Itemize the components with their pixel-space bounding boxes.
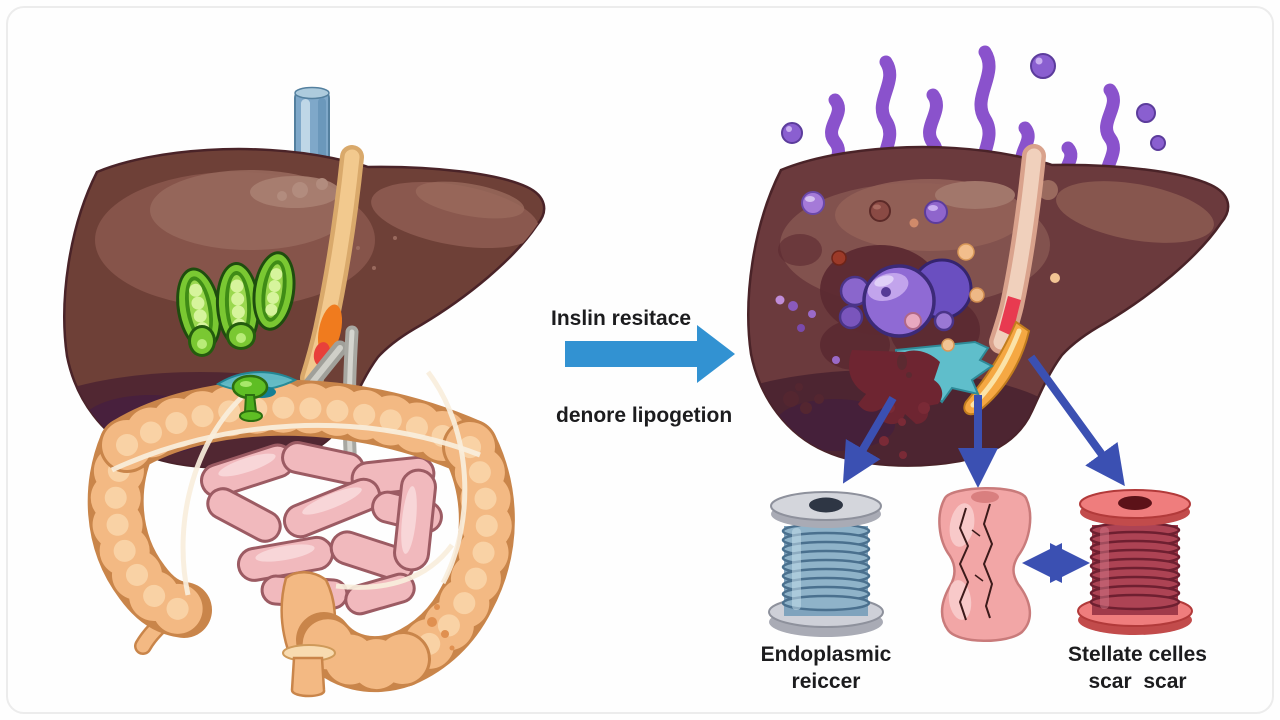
- crack-line: [983, 503, 993, 619]
- small-pods: [188, 322, 256, 357]
- endoplasmic-reticulum-label-line2: reiccer: [791, 670, 861, 693]
- liver-damage-debris: [848, 296, 1031, 459]
- healthy-liver-panel: [63, 86, 546, 698]
- vena-cava-tube: [294, 86, 330, 171]
- blood-droplets: [879, 402, 930, 459]
- transition-arrow: [565, 325, 735, 383]
- arrow-to-stellate-spool: [1027, 354, 1125, 487]
- insulin-resistance-label: Inslin resitace: [551, 307, 692, 330]
- anal-canal: [282, 644, 336, 698]
- callout-arrows: [842, 354, 1125, 583]
- endoplasmic-reticulum-label: Endoplasmic reiccer: [726, 641, 926, 695]
- gallbladder: [215, 371, 298, 422]
- stellate-cells-label: Stellate celles scar scar: [1030, 641, 1245, 695]
- er-spool-illustration: [768, 491, 884, 637]
- lipogenesis-label: denore lipogetion: [556, 404, 733, 427]
- floating-inflammation-dots: [781, 53, 1166, 151]
- fat-vesicle-cluster: [838, 258, 973, 378]
- endoplasmic-reticulum-label-line1: Endoplasmic: [760, 643, 892, 666]
- stellate-cells-label-line2: scar scar: [1088, 670, 1187, 693]
- colon-droplets: [427, 604, 455, 651]
- damaged-hepatocyte-illustration: [938, 487, 1032, 642]
- arrow-to-er-spool: [842, 395, 897, 484]
- mitochondria-pods: [176, 251, 296, 357]
- mesentery-lines: [110, 370, 481, 596]
- inflamed-duct-red: [999, 296, 1021, 336]
- scattered-liver-dots: [775, 191, 1060, 364]
- large-intestine: [87, 370, 515, 698]
- paw-spots: [783, 383, 824, 414]
- stellate-cells-label-line1: Stellate celles: [1068, 643, 1207, 666]
- stellate-spool-illustration: [1077, 489, 1193, 635]
- diseased-liver-panel: [747, 45, 1230, 642]
- crack-line: [959, 507, 969, 621]
